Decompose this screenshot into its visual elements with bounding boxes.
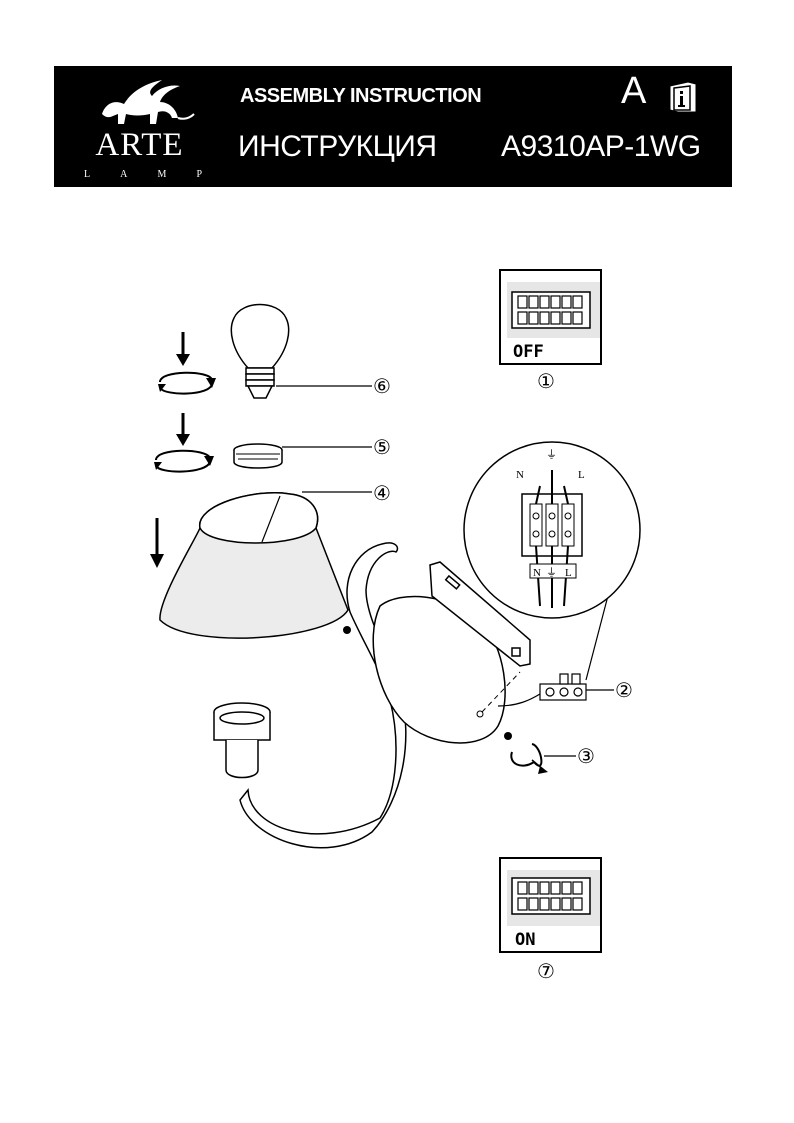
step-2-marker: ② xyxy=(615,678,633,702)
wiring-detail: N L ⏚ N ⏚ L xyxy=(463,441,641,619)
step-4-marker: ④ xyxy=(373,481,391,505)
model-number: A9310AP-1WG xyxy=(501,130,701,163)
switch-off-panel: OFF xyxy=(499,269,602,365)
step-6-marker: ⑥ xyxy=(373,374,391,398)
title-russian: ИНСТРУКЦИЯ xyxy=(238,130,437,163)
step-5-marker: ⑤ xyxy=(373,435,391,459)
step-7-marker: ⑦ xyxy=(537,959,555,983)
wire-live-label: L xyxy=(578,469,585,481)
wire-neutral-label: N xyxy=(516,469,524,481)
switch-on-label: ON xyxy=(515,930,535,950)
step-1-marker: ① xyxy=(537,369,555,393)
title-english: ASSEMBLY INSTRUCTION xyxy=(240,85,482,107)
screw-icon xyxy=(343,626,512,740)
lamp-shade xyxy=(159,492,349,639)
rotate-icon xyxy=(158,371,216,395)
info-book-icon xyxy=(669,81,697,113)
terminal-block xyxy=(539,673,587,701)
lamp-body xyxy=(213,542,407,849)
retaining-ring xyxy=(233,443,283,469)
terminal-neutral-label: N xyxy=(533,567,541,579)
wire-ground-label: ⏚ xyxy=(546,448,557,461)
rotate-icon xyxy=(154,449,214,473)
terminal-live-label: L xyxy=(565,567,572,579)
light-bulb xyxy=(230,303,290,399)
switch-on-panel: ON xyxy=(499,857,602,953)
arrow-down-icon xyxy=(150,518,164,568)
wall-plate xyxy=(372,561,531,744)
brand-name: ARTE xyxy=(95,127,184,163)
brand-logo: ARTE L A M P xyxy=(72,74,202,184)
brand-sub-letter: A xyxy=(120,169,128,180)
arrow-down-icon xyxy=(176,413,190,446)
terminal-ground-label: ⏚ xyxy=(546,566,557,579)
rotate-icon xyxy=(510,743,548,774)
lion-logo-icon xyxy=(102,80,195,124)
brand-sub-letter: P xyxy=(196,169,202,180)
header-banner: ARTE L A M P ASSEMBLY INSTRUCTION ИНСТРУ… xyxy=(54,66,732,187)
step-3-marker: ③ xyxy=(577,744,595,768)
switch-off-label: OFF xyxy=(513,342,544,362)
brand-sub-letter: M xyxy=(157,169,167,180)
brand-sub-letter: L xyxy=(84,169,91,180)
language-letter: A xyxy=(621,70,647,112)
arrow-down-icon xyxy=(176,332,190,366)
brand-subtitle: L A M P xyxy=(84,169,202,180)
